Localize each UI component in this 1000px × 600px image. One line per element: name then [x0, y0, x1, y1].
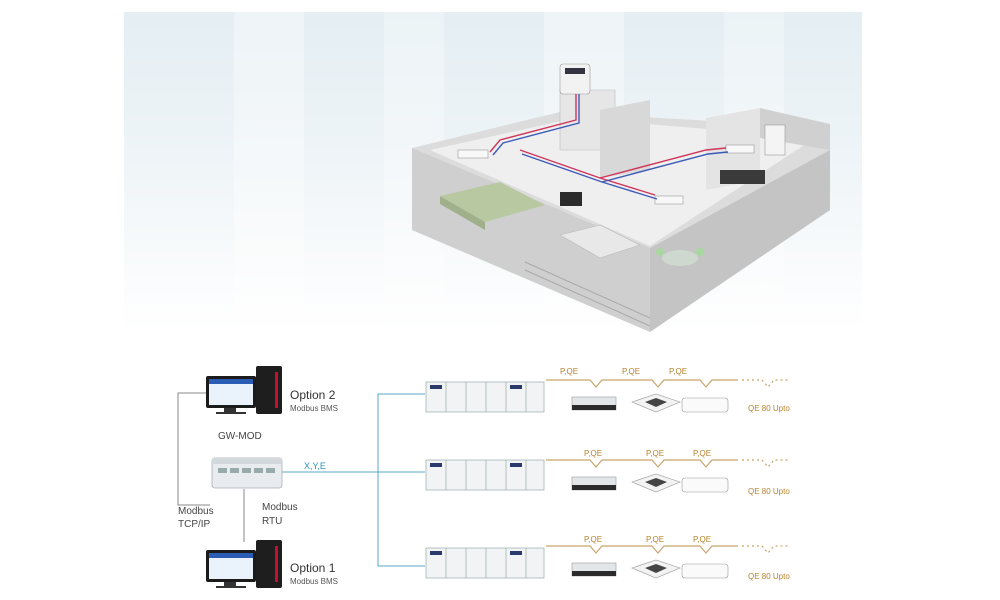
- control-wiring: [177, 392, 245, 542]
- vrf-system-row-1: [425, 379, 790, 413]
- option1-subtitle: Modbus BMS: [290, 577, 339, 586]
- option1-computer-icon: [206, 540, 282, 588]
- pqe-bus-line: [546, 545, 738, 554]
- duct-indoor-unit-icon: [571, 562, 617, 577]
- option2-subtitle: Modbus BMS: [290, 404, 339, 413]
- pqe-label: P,QE: [622, 367, 641, 376]
- pqe-bus-continuation: [742, 379, 790, 388]
- wall-indoor-unit-icon: [681, 397, 729, 413]
- pqe-label: P,QE: [693, 449, 712, 458]
- outdoor-unit-icon: [425, 459, 545, 491]
- duct-indoor-unit-icon: [571, 476, 617, 491]
- modbus-tcp-label-line2: TCP/IP: [178, 519, 211, 530]
- capacity-note: QE 80 Upto: [748, 572, 790, 581]
- capacity-note: QE 80 Upto: [748, 404, 790, 413]
- xye-label: X,Y,E: [304, 461, 326, 471]
- modbus-rtu-label-line2: RTU: [262, 516, 283, 527]
- cassette-indoor-unit-icon: [631, 473, 681, 493]
- xye-bus: [282, 393, 425, 567]
- pqe-label: P,QE: [669, 367, 688, 376]
- pqe-bus-continuation: [742, 459, 790, 468]
- duct-indoor-unit-icon: [571, 396, 617, 411]
- cassette-indoor-unit-icon: [631, 393, 681, 413]
- modbus-tcp-label-line1: Modbus: [178, 506, 214, 517]
- pqe-bus-line: [546, 379, 738, 388]
- modbus-rtu-label-line1: Modbus: [262, 502, 298, 513]
- pqe-label: P,QE: [646, 535, 665, 544]
- option2-computer-icon: [206, 366, 282, 414]
- pqe-label: P,QE: [646, 449, 665, 458]
- pqe-bus-line: [546, 459, 738, 468]
- pqe-label: P,QE: [693, 535, 712, 544]
- wall-indoor-unit-icon: [681, 563, 729, 579]
- vrf-system-row-2: [425, 459, 790, 493]
- outdoor-unit-icon: [425, 381, 545, 413]
- outdoor-unit-icon: [425, 547, 545, 579]
- pqe-label: P,QE: [584, 449, 603, 458]
- pqe-label: P,QE: [584, 535, 603, 544]
- gateway-label: GW-MOD: [218, 431, 262, 442]
- wall-indoor-unit-icon: [681, 477, 729, 493]
- option1-title: Option 1: [290, 561, 336, 575]
- pqe-bus-continuation: [742, 545, 790, 554]
- option2-title: Option 2: [290, 388, 336, 402]
- gateway-device-icon: [211, 457, 283, 489]
- pqe-label: P,QE: [560, 367, 579, 376]
- vrf-system-row-3: [425, 545, 790, 579]
- capacity-note: QE 80 Upto: [748, 487, 790, 496]
- apartment-model: [412, 63, 830, 332]
- cassette-indoor-unit-icon: [631, 559, 681, 579]
